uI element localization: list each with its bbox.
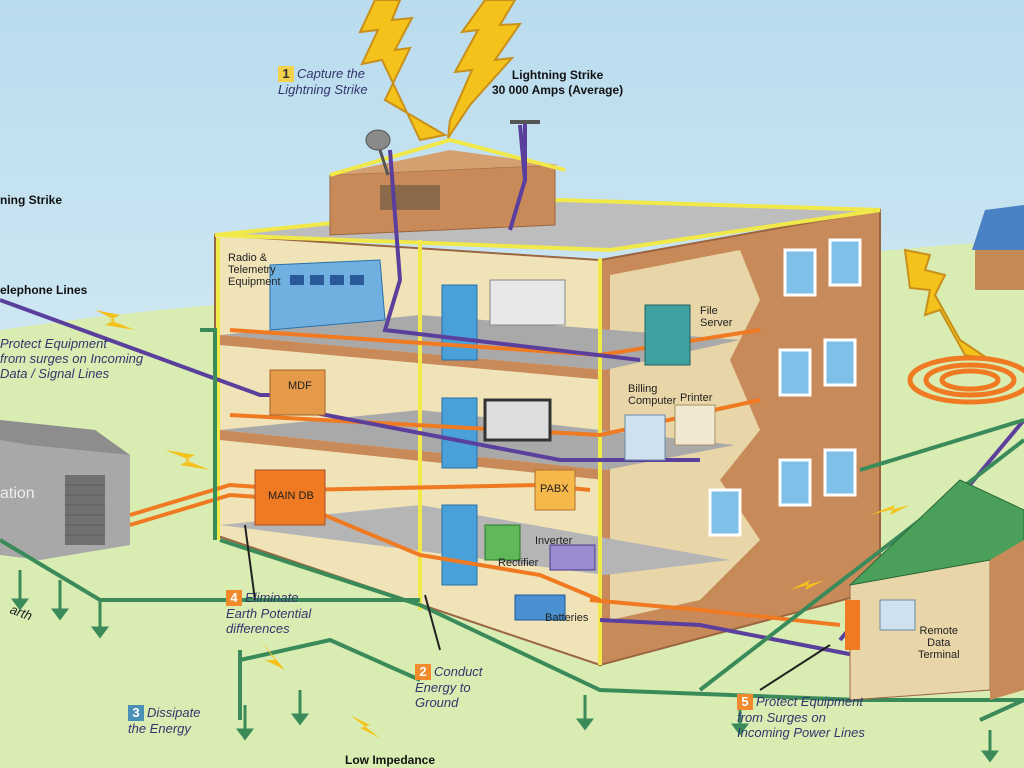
pabx-box [534,469,576,511]
callout-capture-text: Capture the Lightning Strike [278,66,368,97]
workstations [489,279,566,326]
callout-conduct-text: Conduct Energy to Ground [415,664,483,710]
remote-data-terminal-label: Remote Data Terminal [918,625,960,661]
low-impedance-label: Low Impedance [345,753,436,767]
billing-computer [624,414,666,461]
inverter [549,544,596,571]
callout-arrows [244,524,831,691]
surge-icons [95,310,910,738]
distant-house [972,205,1024,290]
station-label: ation [0,485,35,502]
printer-label: Printer [680,392,713,404]
main-db-label: MAIN DB [268,490,314,502]
callout-protect-power-text: Protect Equipment from Surges on Incomin… [737,694,865,740]
lightning-strike-label: Lightning Strike 30 000 Amps (Average) [492,68,624,97]
telephone-lines-label: elephone Lines [0,283,88,297]
satellite-dish [365,129,391,176]
main-db-box [254,469,326,526]
callout-number-3: 3 [128,705,144,721]
rectifier-label: Rectifier [498,557,539,569]
building-windows [708,238,862,537]
inverter-label: Inverter [535,535,573,547]
billing-computer-label: Billing Computer [628,383,677,407]
callout-number-2: 2 [415,664,431,680]
callout-number-5: 5 [737,694,753,710]
antenna-mast [510,120,540,180]
telephone-exchange-desk [483,398,552,442]
callout-dissipate-text: Dissipate the Energy [128,705,201,736]
roof-room [329,137,566,236]
ground-strike-rings [907,355,1024,405]
printer [674,404,716,446]
mdf-box [269,369,326,416]
lightning-bolt-left [358,0,448,142]
mdf-label: MDF [288,380,312,392]
protect-data-lines-label: Protect Equipment from surges on Incomin… [0,336,144,381]
callout-number-4: 4 [226,590,242,606]
doors [441,284,478,586]
batteries-label: Batteries [545,612,589,624]
file-server [644,304,691,366]
lightning-bolt-right [447,0,522,139]
radio-equipment-rack [269,259,386,331]
rectifier [484,524,521,561]
left-station-building [0,420,130,560]
lightning-strike-left-label: ning Strike [0,193,63,207]
ground-rods [11,570,999,763]
callout-number-1: 1 [278,66,294,82]
radio-equipment-label: Radio & Telemetry Equipment [228,252,281,288]
pabx-label: PABX [540,483,569,495]
callout-eliminate-text: Eliminate Earth Potential differences [226,590,312,636]
batteries [514,594,566,621]
file-server-label: File Server [700,305,733,329]
remote-terminal-shed [845,479,1024,701]
